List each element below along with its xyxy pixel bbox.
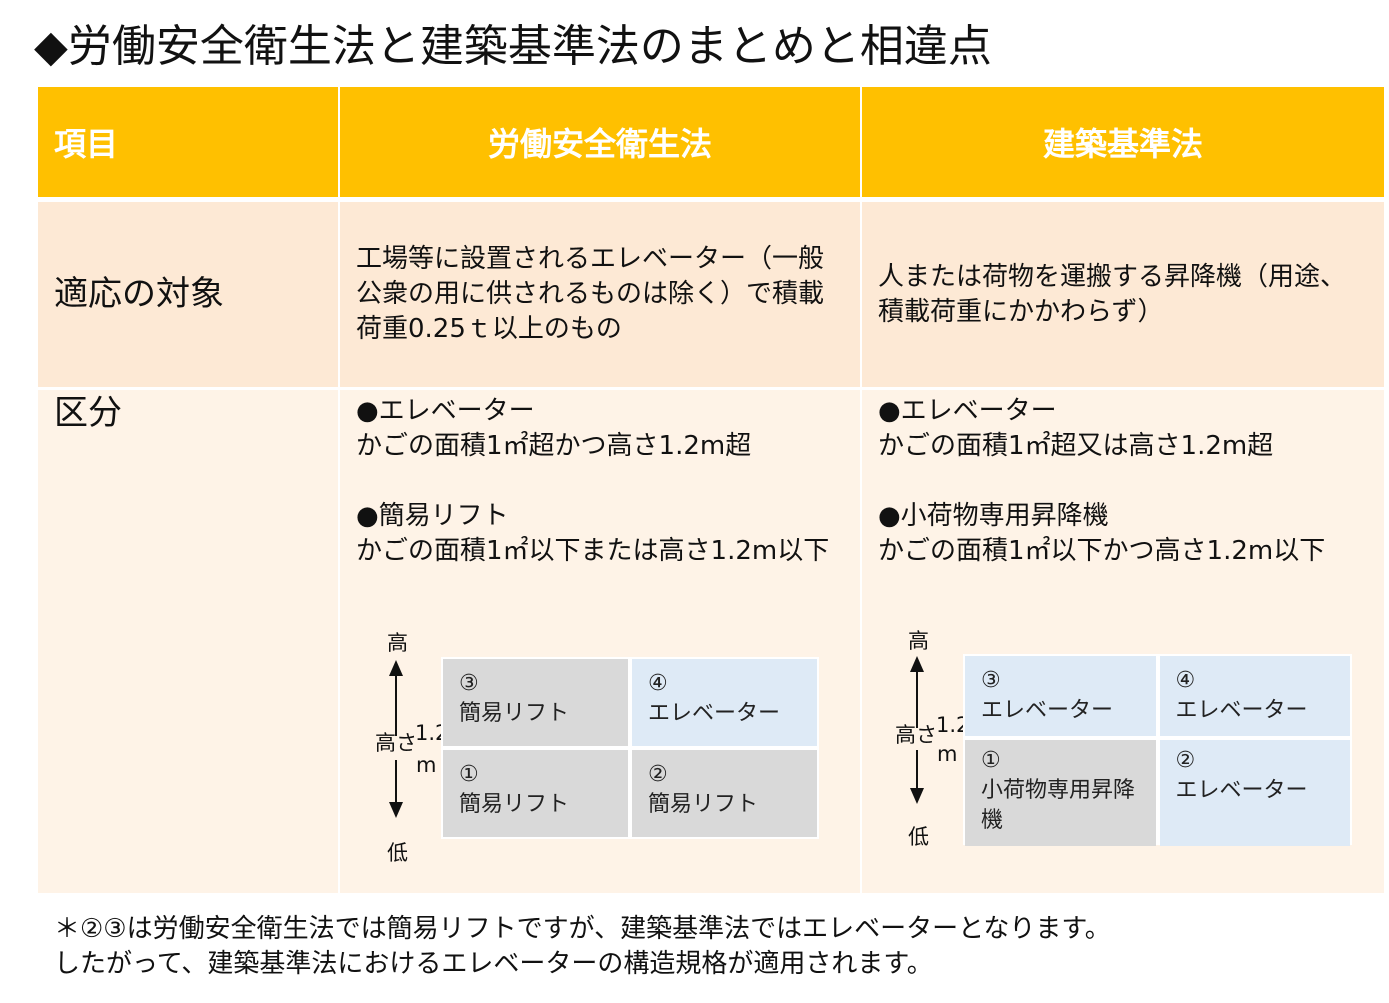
ishl-diagram: 高 高さ 1.2 m 低 ③ 簡易リフト ④ エレベーター ① 簡易リフト ② 簡易リフ… (340, 390, 860, 893)
low-label: 低 (387, 841, 408, 865)
quadrant-num: ② (1175, 748, 1196, 773)
quadrant-1: ① 簡易リフト (443, 750, 628, 837)
quadrant-1: ① 小荷物専用昇降機 (965, 740, 1156, 846)
quadrant-num: ② (648, 762, 668, 787)
quadrant-text: エレベーター (1175, 698, 1308, 723)
row-label-class: 区分 (38, 390, 338, 893)
quadrant-text: 小荷物専用昇降機 (981, 778, 1136, 833)
arrow-line (916, 750, 918, 790)
unit-label: m (937, 742, 958, 766)
quadrant-3: ③ 簡易リフト (443, 659, 628, 746)
arrow-line (395, 760, 397, 804)
quadrant-text: エレベーター (1175, 778, 1308, 803)
bsl-target-text: 人または荷物を運搬する昇降機（用途、積載荷重にかかわらず） (878, 261, 1347, 327)
ishl-class: ●エレベーターかごの面積1㎡超かつ高さ1.2m超 ●簡易リフトかごの面積1㎡以下… (340, 390, 860, 893)
quadrant-num: ④ (1175, 668, 1196, 693)
arrow-line (395, 674, 397, 736)
class-body: かごの面積1㎡超又は高さ1.2m超 (878, 431, 1274, 461)
high-label: 高 (908, 629, 929, 653)
arrow-line (916, 670, 918, 728)
quadrant-num: ③ (459, 671, 479, 696)
quadrant-text: 簡易リフト (648, 792, 759, 817)
quadrant-4: ④ エレベーター (632, 659, 817, 746)
page-title: ◆労働安全衛生法と建築基準法のまとめと相違点 (34, 21, 992, 72)
quadrant-num: ④ (648, 671, 668, 696)
footnote-line: したがって、建築基準法におけるエレベーターの構造規格が適用されます。 (54, 949, 933, 979)
footnote-line: ＊②③は労働安全衛生法では簡易リフトですが、建築基準法ではエレベーターとなります… (54, 914, 1111, 944)
bsl-target: 人または荷物を運搬する昇降機（用途、積載荷重にかかわらず） (862, 202, 1384, 387)
ishl-target-text: 工場等に設置されるエレベーター（一般公衆の用に供されるものは除く）で積載荷重0.… (356, 244, 825, 344)
quadrant-grid: ③ 簡易リフト ④ エレベーター ① 簡易リフト ② 簡易リフト (441, 657, 819, 839)
quadrant-num: ① (459, 762, 479, 787)
height-label: 高さ (375, 731, 417, 755)
ishl-target: 工場等に設置されるエレベーター（一般公衆の用に供されるものは除く）で積載荷重0.… (340, 202, 860, 387)
quadrant-num: ③ (981, 668, 1001, 693)
quadrant-grid: ③ エレベーター ④ エレベーター ① 小荷物専用昇降機 ② エレベーター (963, 654, 1352, 846)
high-label: 高 (387, 631, 408, 655)
quadrant-text: エレベーター (981, 698, 1114, 723)
quadrant-2: ② 簡易リフト (632, 750, 817, 837)
quadrant-text: エレベーター (648, 701, 781, 726)
class-head: ●簡易リフト (356, 501, 509, 531)
quadrant-text: 簡易リフト (459, 701, 570, 726)
quadrant-text: 簡易リフト (459, 792, 570, 817)
row-label-target: 適応の対象 (38, 202, 338, 387)
arrow-down-icon (910, 788, 924, 804)
header-ishl: 労働安全衛生法 (340, 87, 860, 197)
class-body: かごの面積1㎡以下かつ高さ1.2m以下 (878, 536, 1326, 566)
arrow-up-icon (389, 660, 403, 676)
footnote: ＊②③は労働安全衛生法では簡易リフトですが、建築基準法ではエレベーターとなります… (54, 912, 1111, 982)
height-label: 高さ (895, 723, 937, 747)
quadrant-2: ② エレベーター (1159, 740, 1350, 846)
quadrant-3: ③ エレベーター (965, 656, 1156, 736)
bsl-diagram: 高 高さ 1.2 m 低 ③ エレベーター ④ エレベーター ① 小荷物専用昇降機 ②… (862, 390, 1384, 893)
threshold-label: 1.2 (936, 713, 970, 737)
header-bsl: 建築基準法 (862, 87, 1384, 197)
class-head: ●エレベーター (878, 396, 1057, 426)
class-head: ●エレベーター (356, 396, 535, 426)
low-label: 低 (908, 825, 929, 849)
header-item: 項目 (38, 87, 338, 197)
quadrant-num: ① (981, 748, 1001, 773)
quadrant-4: ④ エレベーター (1159, 656, 1350, 736)
arrow-down-icon (389, 802, 403, 818)
class-head: ●小荷物専用昇降機 (878, 501, 1109, 531)
arrow-up-icon (910, 656, 924, 672)
class-body: かごの面積1㎡超かつ高さ1.2m超 (356, 431, 752, 461)
bsl-class: ●エレベーターかごの面積1㎡超又は高さ1.2m超 ●小荷物専用昇降機かごの面積1… (862, 390, 1384, 893)
class-body: かごの面積1㎡以下または高さ1.2m以下 (356, 536, 830, 566)
unit-label: m (416, 753, 437, 777)
threshold-label: 1.2 (415, 721, 449, 745)
